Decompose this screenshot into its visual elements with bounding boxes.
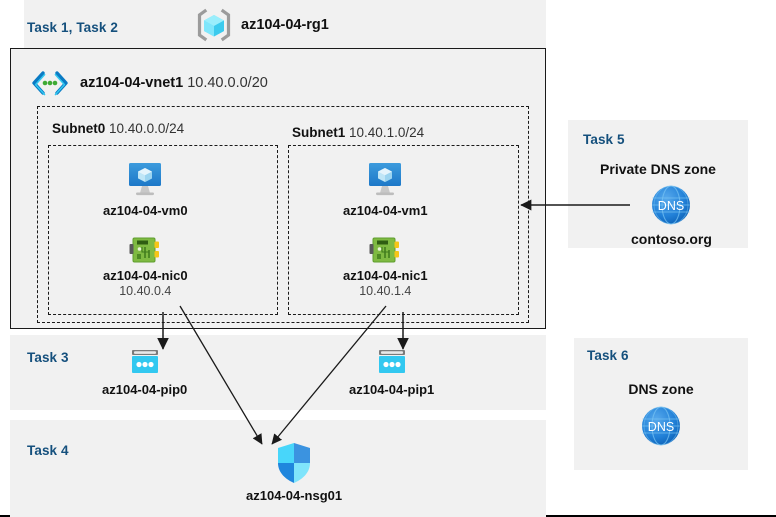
dns-icon-text: DNS [658, 199, 684, 213]
resource-group-band [24, 0, 546, 48]
node-nic1[interactable]: az104-04-nic1 10.40.1.4 [343, 235, 428, 298]
private-dns-zone-title: Private DNS zone [600, 161, 716, 177]
vm1-label: az104-04-vm1 [343, 203, 428, 218]
nic1-label: az104-04-nic1 [343, 268, 428, 283]
subnet0-name: Subnet0 [52, 121, 106, 136]
resource-group-name: az104-04-rg1 [241, 17, 329, 33]
dns-zone-icon: DNS [646, 182, 696, 228]
pip0-label: az104-04-pip0 [102, 382, 188, 397]
subnet0-label: Subnet0 10.40.0.0/24 [52, 121, 184, 136]
subnet1-cidr: 10.40.1.0/24 [349, 125, 425, 140]
node-nic0[interactable]: az104-04-nic0 10.40.0.4 [103, 235, 188, 298]
public-ip-address-icon [125, 347, 165, 379]
vnet-panel [10, 48, 546, 329]
pip1-label: az104-04-pip1 [349, 382, 435, 397]
node-private-dns-zone[interactable]: DNS contoso.org [631, 182, 712, 247]
task5-panel [568, 120, 748, 248]
task-label-4: Task 4 [27, 443, 69, 458]
subnet1-name: Subnet1 [292, 125, 346, 140]
vnet-name: az104-04-vnet1 [80, 75, 184, 91]
private-dns-zone-name: contoso.org [631, 231, 712, 247]
node-vm0[interactable]: az104-04-vm0 [103, 160, 188, 218]
resource-group-icon [196, 8, 232, 42]
network-security-group-icon [274, 441, 314, 485]
subnet1-label: Subnet1 10.40.1.0/24 [292, 125, 424, 140]
task-label-1-2: Task 1, Task 2 [27, 20, 118, 35]
vm0-label: az104-04-vm0 [103, 203, 188, 218]
dns-zone-title: DNS zone [628, 381, 694, 397]
node-nsg[interactable]: az104-04-nsg01 [246, 441, 342, 503]
node-dns-zone[interactable]: DNS [636, 403, 686, 449]
task-label-3: Task 3 [27, 350, 69, 365]
nic0-label: az104-04-nic0 [103, 268, 188, 283]
task3-panel [10, 335, 546, 410]
resource-group-title: az104-04-rg1 [196, 8, 329, 42]
virtual-machine-icon [363, 160, 407, 200]
task-label-5: Task 5 [583, 132, 625, 147]
public-ip-address-icon [372, 347, 412, 379]
virtual-machine-icon [123, 160, 167, 200]
dns-zone-icon: DNS [636, 403, 686, 449]
nic0-ip: 10.40.0.4 [119, 284, 172, 298]
task-label-6: Task 6 [587, 348, 629, 363]
vnet-title: az104-04-vnet1 10.40.0.0/20 [30, 70, 268, 96]
vnet-address-space: 10.40.0.0/20 [187, 75, 268, 91]
nic1-ip: 10.40.1.4 [359, 284, 412, 298]
dns-icon-text: DNS [648, 420, 674, 434]
node-pip0[interactable]: az104-04-pip0 [102, 347, 187, 397]
node-pip1[interactable]: az104-04-pip1 [349, 347, 434, 397]
node-vm1[interactable]: az104-04-vm1 [343, 160, 428, 218]
virtual-network-icon [30, 70, 70, 96]
network-interface-icon [127, 235, 163, 265]
task6-panel [574, 338, 748, 470]
subnet0-cidr: 10.40.0.0/24 [109, 121, 185, 136]
network-interface-icon [367, 235, 403, 265]
nsg-label: az104-04-nsg01 [246, 488, 343, 503]
